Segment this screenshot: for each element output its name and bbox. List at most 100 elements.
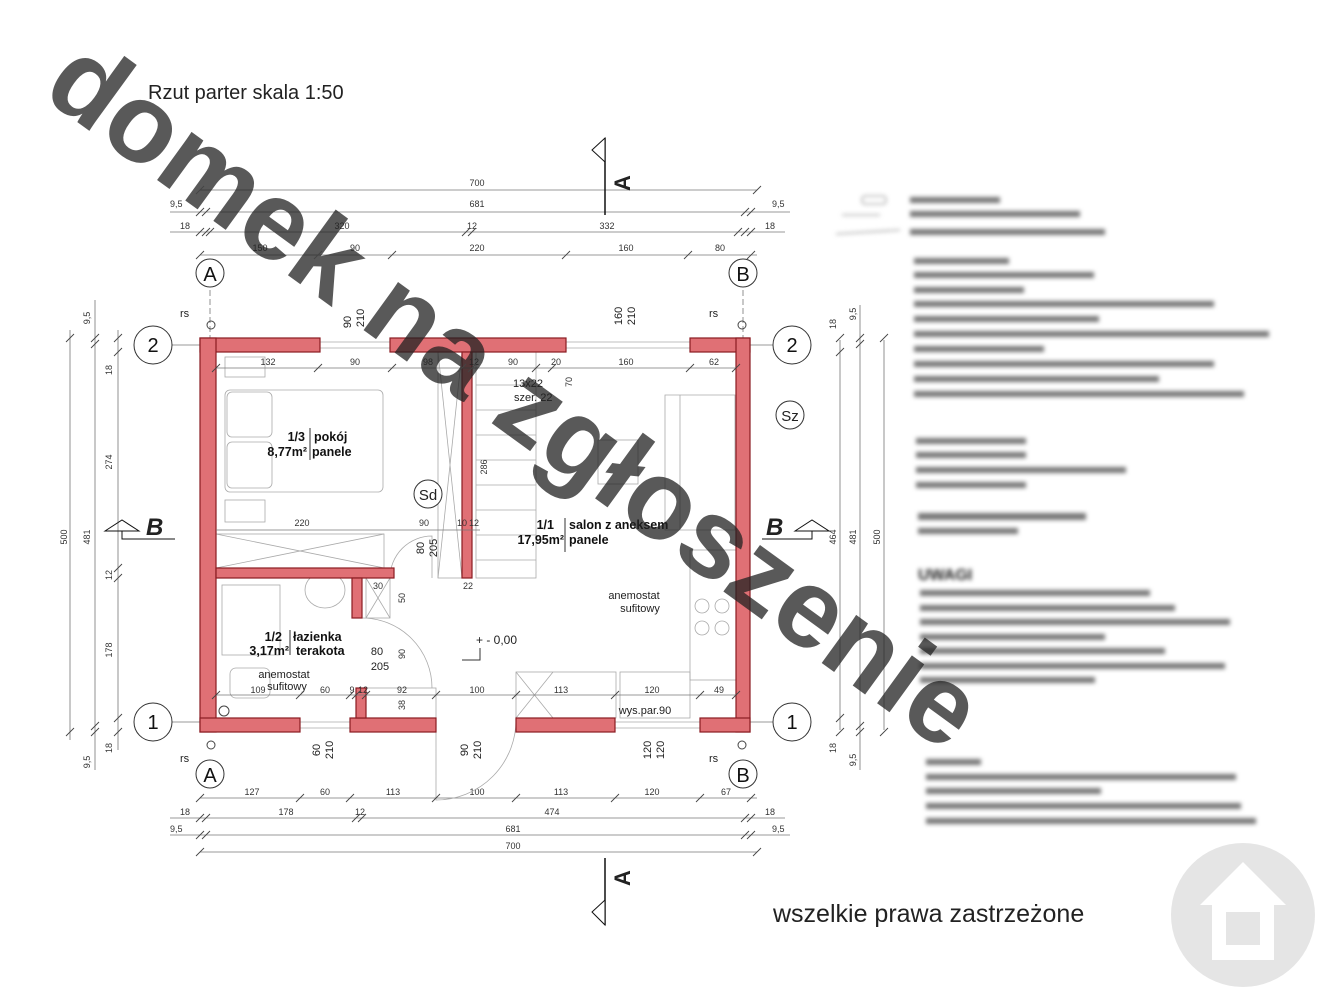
dim-label: 12 xyxy=(104,570,114,580)
dim-label: 9,5 xyxy=(848,308,858,321)
house-logo-icon xyxy=(1171,843,1315,987)
dim-label: 90 xyxy=(350,357,360,367)
rs-label: rs xyxy=(180,753,190,765)
dimension-tick xyxy=(345,690,355,700)
dimension-tick xyxy=(740,813,750,823)
opening-height: 210 xyxy=(626,307,638,325)
dim-label: 18 xyxy=(180,807,190,817)
dim-label: 127 xyxy=(244,787,259,797)
dimension-tick xyxy=(746,830,756,840)
dim-label: 9,5 xyxy=(170,824,183,834)
opening-labels: 90 210 160 210 80 205 80 205 60 210 90 2… xyxy=(311,307,667,759)
dim-label: 113 xyxy=(554,787,568,797)
dimension-tick xyxy=(511,793,521,803)
dimension-tick xyxy=(855,727,865,737)
dim-label: 681 xyxy=(505,824,520,834)
dim-label: 113 xyxy=(386,787,400,797)
axis-label-1-right: 1 xyxy=(786,712,797,734)
axis-label-2-left: 2 xyxy=(147,335,158,357)
room-name: pokój xyxy=(314,430,347,444)
dimension-tick xyxy=(685,363,695,373)
opening-width: 80 xyxy=(371,646,383,658)
stairs-label: 13x22 xyxy=(513,378,543,390)
walls xyxy=(199,337,751,733)
dimension-tick xyxy=(746,227,756,237)
dimension-tick xyxy=(313,363,323,373)
room-number: 1/2 xyxy=(265,630,282,644)
room-labels: 1/3 pokój 8,77m² panele 1/2 łazienka 3,1… xyxy=(249,428,668,658)
axis-label-2-right: 2 xyxy=(786,335,797,357)
room-floor: panele xyxy=(569,533,609,547)
dim-label: 9 xyxy=(349,685,354,695)
dim-label: 9,5 xyxy=(170,199,183,209)
dim-label: 220 xyxy=(469,243,484,253)
dimension-tick xyxy=(752,847,762,857)
dim-label: 500 xyxy=(872,529,882,544)
dimension-tick xyxy=(746,793,756,803)
plan-title: Rzut parter skala 1:50 xyxy=(148,82,344,104)
dimension-tick xyxy=(113,347,123,357)
opening-width: 90 xyxy=(459,744,471,756)
dimension-tick xyxy=(731,363,741,373)
dim-label: 10 xyxy=(457,518,467,528)
dim-label: 12 xyxy=(469,518,479,528)
dimension-tick xyxy=(113,713,123,723)
section-b-right: B xyxy=(766,514,783,541)
dimension-tick xyxy=(740,207,750,217)
dimension-tick xyxy=(201,813,211,823)
dimension-tick xyxy=(201,207,211,217)
dim-label: 9,5 xyxy=(772,824,785,834)
dimension-tick xyxy=(740,227,750,237)
opening-height: 210 xyxy=(324,741,336,759)
dim-label: 160 xyxy=(618,243,633,253)
dim-label: 681 xyxy=(469,199,484,209)
dim-label: 178 xyxy=(278,807,293,817)
watermark-text: domek na zgłoszenie xyxy=(26,13,1006,773)
dimension-tick xyxy=(211,690,221,700)
sill-height-label: wys.par.90 xyxy=(618,705,672,717)
axis-label-a-bottom: A xyxy=(203,765,217,787)
annotations: 13x22 szer. 22 Sd Sz anemostat sufitowy … xyxy=(218,378,805,717)
dim-label: 80 xyxy=(715,243,725,253)
dim-label: 70 xyxy=(564,377,574,387)
dimension-tick xyxy=(835,347,845,357)
opening-width: 120 xyxy=(642,741,654,759)
dimension-tick xyxy=(531,363,541,373)
axis-label-b-top: B xyxy=(736,264,749,286)
dimension-tick xyxy=(201,227,211,237)
opening-height: 210 xyxy=(355,309,367,327)
room-number: 1/3 xyxy=(288,430,305,444)
dimension-tick xyxy=(511,690,521,700)
axis-label-a-top: A xyxy=(203,264,217,286)
dim-label: 22 xyxy=(463,581,473,591)
dim-label: 286 xyxy=(479,459,489,474)
axis-markers: A B A B 2 2 1 1 xyxy=(133,258,812,789)
dimension-tick xyxy=(752,185,762,195)
dim-label: 38 xyxy=(397,700,407,710)
opening-height: 210 xyxy=(472,741,484,759)
dim-label: 178 xyxy=(104,642,114,657)
dimension-tick xyxy=(313,250,323,260)
dimension-tick xyxy=(731,690,741,700)
dim-label: 67 xyxy=(721,787,731,797)
dim-label: 18 xyxy=(765,807,775,817)
opening-height: 205 xyxy=(371,661,389,673)
dimension-tick xyxy=(561,250,571,260)
dimension-tick xyxy=(351,813,361,823)
dimension-tick xyxy=(351,690,361,700)
anemostat-label: sufitowy xyxy=(267,681,307,693)
dim-label: 30 xyxy=(373,581,383,591)
opening-width: 60 xyxy=(311,744,323,756)
bottom-dimensions: 127 60 113 100 113 120 67 18 178 12 474 … xyxy=(170,787,790,853)
anemostat-label: sufitowy xyxy=(620,603,660,615)
axis-label-1-left: 1 xyxy=(147,712,158,734)
dimension-tick xyxy=(610,690,620,700)
section-a-bottom: A xyxy=(610,870,635,886)
dim-label: 60 xyxy=(320,787,330,797)
dim-label: 160 xyxy=(618,357,633,367)
dimension-tick xyxy=(90,339,100,349)
dim-label: 49 xyxy=(714,685,724,695)
room-area: 17,95m² xyxy=(517,533,564,547)
dim-label: 18 xyxy=(828,319,838,329)
